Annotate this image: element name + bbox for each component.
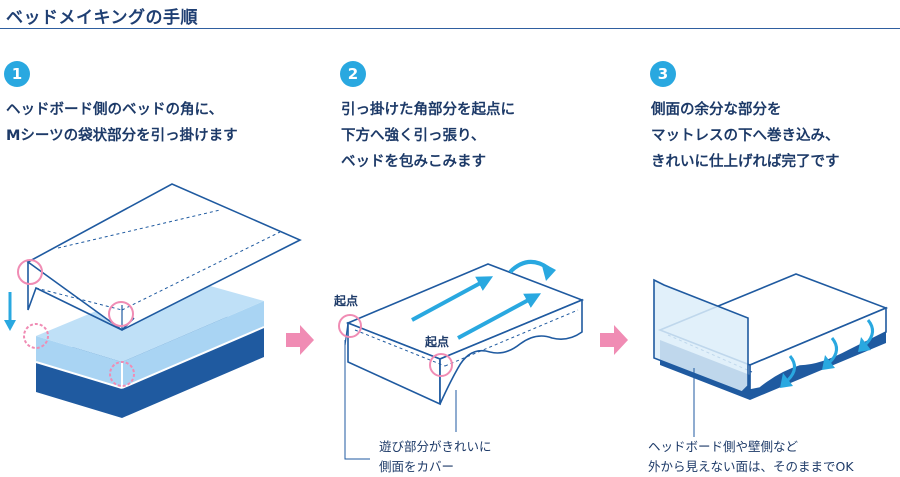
mattress-top (36, 277, 264, 362)
page-title: ベッドメイキングの手順 (6, 8, 198, 28)
step-3-bed-illustration (653, 273, 889, 437)
mattress (36, 301, 264, 388)
step-3-number: 3 (650, 61, 676, 87)
corner-circle-icon (17, 259, 43, 285)
step-2-line-1: 引っ掛けた角部分を起点に (341, 102, 515, 118)
step-2-note-line-1: 遊び部分がきれいに (379, 439, 492, 454)
pull-arrow-icon (411, 276, 494, 322)
origin-label-left: 起点 (334, 294, 359, 308)
origin-circle-icon (429, 353, 453, 377)
step-3-line-2: マットレスの下へ巻き込み、 (651, 128, 840, 144)
step-3-note-line-2: 外から見えない面は、そのままでOK (648, 459, 854, 474)
step-2-note-line-2: 側面をカバー (379, 459, 455, 474)
step-2-number: 2 (340, 61, 366, 87)
down-arrow-icon (4, 320, 16, 331)
tuck-arrow-icon (786, 355, 796, 382)
step-2-line-3: ベッドを包みこみます (341, 154, 486, 170)
step-2-text: 引っ掛けた角部分を起点に 下方へ強く引っ張り、 ベッドを包みこみます (341, 97, 515, 175)
step-3-line-3: きれいに仕上げれば完了です (651, 154, 840, 170)
headboard (653, 278, 749, 393)
step-1-text: ヘッドボード側のベッドの角に、 Mシーツの袋状部分を引っ掛けます (6, 97, 238, 149)
step-3-line-1: 側面の余分な部分を (651, 102, 782, 118)
step-1-line-2: Mシーツの袋状部分を引っ掛けます (6, 128, 238, 144)
origin-circle-icon (338, 314, 362, 338)
pink-right-arrow-icon (600, 325, 628, 355)
note-leader-line (344, 340, 370, 460)
step-2-bed-illustration (338, 260, 585, 460)
step-1-bed-illustration (4, 183, 302, 418)
corner-circle-icon (108, 301, 134, 327)
step-1-number: 1 (4, 61, 30, 87)
step-1-line-1: ヘッドボード側のベッドの角に、 (6, 102, 224, 118)
pink-right-arrow-icon (286, 325, 314, 355)
origin-label-center: 起点 (425, 335, 450, 349)
step-2-line-2: 下方へ強く引っ張り、 (341, 128, 486, 144)
bed-base (36, 327, 264, 418)
step-3-note-line-1: ヘッドボード側や壁側など (648, 439, 799, 454)
pull-arrow-icon (457, 293, 542, 340)
fitted-sheet (26, 183, 302, 331)
step-2-note: 遊び部分がきれいに 側面をカバー (379, 437, 492, 477)
tuck-arrow-icon (828, 337, 838, 364)
title-divider (0, 28, 900, 29)
step-3-note: ヘッドボード側や壁側など 外から見えない面は、そのままでOK (648, 437, 854, 477)
tuck-arrow-icon (864, 319, 874, 346)
step-3-text: 側面の余分な部分を マットレスの下へ巻き込み、 きれいに仕上げれば完了です (651, 97, 840, 175)
target-corner-circle-icon (23, 323, 49, 349)
target-corner-circle-icon (109, 361, 135, 387)
